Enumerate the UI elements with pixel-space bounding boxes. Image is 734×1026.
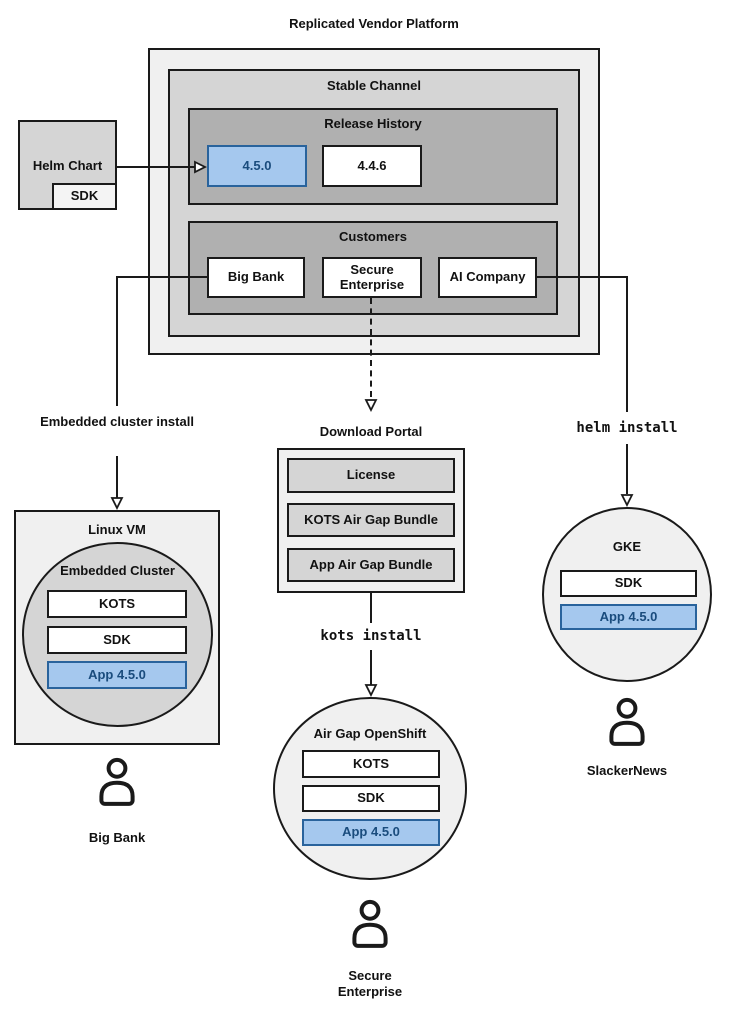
connector-ai-company-vertical: [626, 276, 628, 412]
connector-to-openshift: [370, 650, 372, 685]
secure-enterprise-user-icon: [346, 899, 394, 957]
helm-chart-sdk: SDK: [52, 183, 117, 210]
kots-install-label: kots install: [320, 628, 422, 644]
helm-chart-label: Helm Chart: [32, 158, 103, 173]
customer-big-bank: Big Bank: [207, 257, 305, 298]
customers-label: Customers: [339, 229, 407, 244]
embedded-sdk: SDK: [47, 626, 187, 654]
customer-secure-enterprise: Secure Enterprise: [322, 257, 422, 298]
embedded-kots: KOTS: [47, 590, 187, 618]
slackernews-user-icon: [603, 697, 651, 755]
download-portal-title: Download Portal: [319, 424, 423, 439]
big-bank-user-label: Big Bank: [88, 830, 146, 845]
stable-channel-label: Stable Channel: [327, 78, 421, 93]
customer-ai-company: AI Company: [438, 257, 537, 298]
slackernews-user-label: SlackerNews: [586, 763, 668, 778]
release-history-label: Release History: [324, 116, 422, 131]
connector-to-linux-vm: [116, 456, 118, 498]
portal-kots-airgap-bundle: KOTS Air Gap Bundle: [287, 503, 455, 537]
secure-enterprise-user-label: Secure Enterprise: [337, 968, 403, 1000]
gke-label: GKE: [612, 539, 642, 554]
linux-vm-label: Linux VM: [88, 522, 146, 537]
arrowhead-down-icon: [364, 399, 378, 412]
diagram-title: Replicated Vendor Platform: [289, 16, 459, 31]
gke-sdk: SDK: [560, 570, 697, 597]
gke-app: App 4.5.0: [560, 604, 697, 630]
release-4-5-0: 4.5.0: [207, 145, 307, 187]
release-4-4-6: 4.4.6: [322, 145, 422, 187]
embedded-install-label: Embedded cluster install: [40, 414, 194, 429]
openshift-sdk: SDK: [302, 785, 440, 812]
openshift-label: Air Gap OpenShift: [313, 726, 427, 741]
arrowhead-down-icon: [620, 494, 634, 507]
connector-big-bank-vertical: [116, 276, 118, 406]
connector-big-bank-horizontal: [117, 276, 207, 278]
arrowhead-down-icon: [110, 497, 124, 510]
connector-portal-down: [370, 593, 372, 623]
openshift-app: App 4.5.0: [302, 819, 440, 846]
portal-license: License: [287, 458, 455, 493]
connector-helm-to-release: [117, 166, 197, 168]
openshift-kots: KOTS: [302, 750, 440, 778]
arrowhead-down-icon: [364, 684, 378, 697]
connector-secure-enterprise-dashed: [370, 298, 372, 397]
portal-app-airgap-bundle: App Air Gap Bundle: [287, 548, 455, 582]
connector-ai-company-horizontal: [537, 276, 628, 278]
connector-to-gke: [626, 444, 628, 494]
embedded-app: App 4.5.0: [47, 661, 187, 689]
big-bank-user-icon: [93, 757, 141, 815]
arrowhead-right-icon: [194, 160, 207, 174]
embedded-cluster-label: Embedded Cluster: [60, 563, 175, 578]
helm-install-label: helm install: [576, 420, 678, 436]
